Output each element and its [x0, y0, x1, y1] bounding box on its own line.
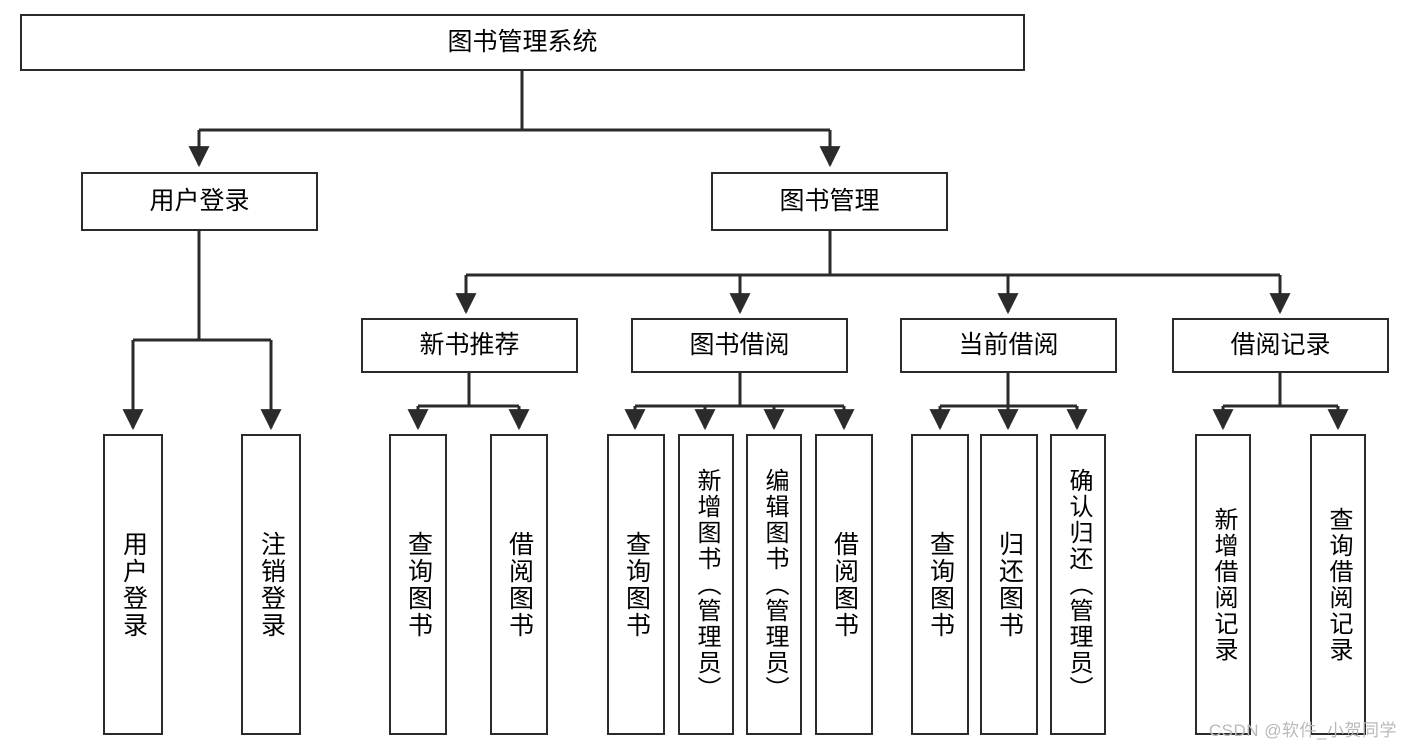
node-leaf-query-record-label: 查询借阅记录	[1324, 506, 1352, 663]
node-leaf-query-record[interactable]: 查询借阅记录	[1310, 434, 1366, 735]
node-leaf-logout-label: 注销登录	[257, 530, 286, 639]
node-leaf-confirm-return-label: 确认归还（管理员）	[1064, 467, 1092, 702]
node-leaf-query-book-1[interactable]: 查询图书	[389, 434, 447, 735]
node-leaf-logout[interactable]: 注销登录	[241, 434, 301, 735]
node-leaf-return-book-label: 归还图书	[995, 530, 1024, 639]
node-leaf-return-book[interactable]: 归还图书	[980, 434, 1038, 735]
node-leaf-query-book-3[interactable]: 查询图书	[911, 434, 969, 735]
node-leaf-query-book-2[interactable]: 查询图书	[607, 434, 665, 735]
node-book-borrow[interactable]: 图书借阅	[631, 318, 848, 373]
node-new-book-recommend[interactable]: 新书推荐	[361, 318, 578, 373]
node-borrow-record[interactable]: 借阅记录	[1172, 318, 1389, 373]
node-borrow-record-label: 借阅记录	[1230, 330, 1331, 359]
node-leaf-add-book[interactable]: 新增图书（管理员）	[678, 434, 734, 735]
node-leaf-borrow-book-2[interactable]: 借阅图书	[815, 434, 873, 735]
node-book-borrow-label: 图书借阅	[689, 330, 790, 359]
node-current-borrow[interactable]: 当前借阅	[900, 318, 1117, 373]
node-leaf-query-book-2-label: 查询图书	[622, 530, 651, 639]
node-root[interactable]: 图书管理系统	[20, 14, 1025, 71]
node-leaf-edit-book-label: 编辑图书（管理员）	[760, 467, 788, 702]
node-leaf-add-book-label: 新增图书（管理员）	[692, 467, 720, 702]
node-book-manage-label: 图书管理	[779, 186, 880, 215]
node-root-label: 图书管理系统	[447, 27, 598, 56]
node-leaf-borrow-book-2-label: 借阅图书	[830, 530, 859, 639]
node-leaf-add-record-label: 新增借阅记录	[1209, 506, 1237, 663]
node-user-login[interactable]: 用户登录	[81, 172, 318, 231]
node-new-book-recommend-label: 新书推荐	[419, 330, 520, 359]
node-leaf-add-record[interactable]: 新增借阅记录	[1195, 434, 1251, 735]
node-book-manage[interactable]: 图书管理	[711, 172, 948, 231]
node-leaf-query-book-3-label: 查询图书	[926, 530, 955, 639]
node-current-borrow-label: 当前借阅	[958, 330, 1059, 359]
node-leaf-user-login[interactable]: 用户登录	[103, 434, 163, 735]
node-leaf-borrow-book-1-label: 借阅图书	[505, 530, 534, 639]
node-leaf-borrow-book-1[interactable]: 借阅图书	[490, 434, 548, 735]
node-leaf-query-book-1-label: 查询图书	[404, 530, 433, 639]
node-leaf-user-login-label: 用户登录	[119, 530, 148, 639]
node-leaf-confirm-return[interactable]: 确认归还（管理员）	[1050, 434, 1106, 735]
csdn-watermark: CSDN @软件_小贺同学	[1208, 721, 1397, 740]
node-leaf-edit-book[interactable]: 编辑图书（管理员）	[746, 434, 802, 735]
node-user-login-label: 用户登录	[149, 186, 250, 215]
